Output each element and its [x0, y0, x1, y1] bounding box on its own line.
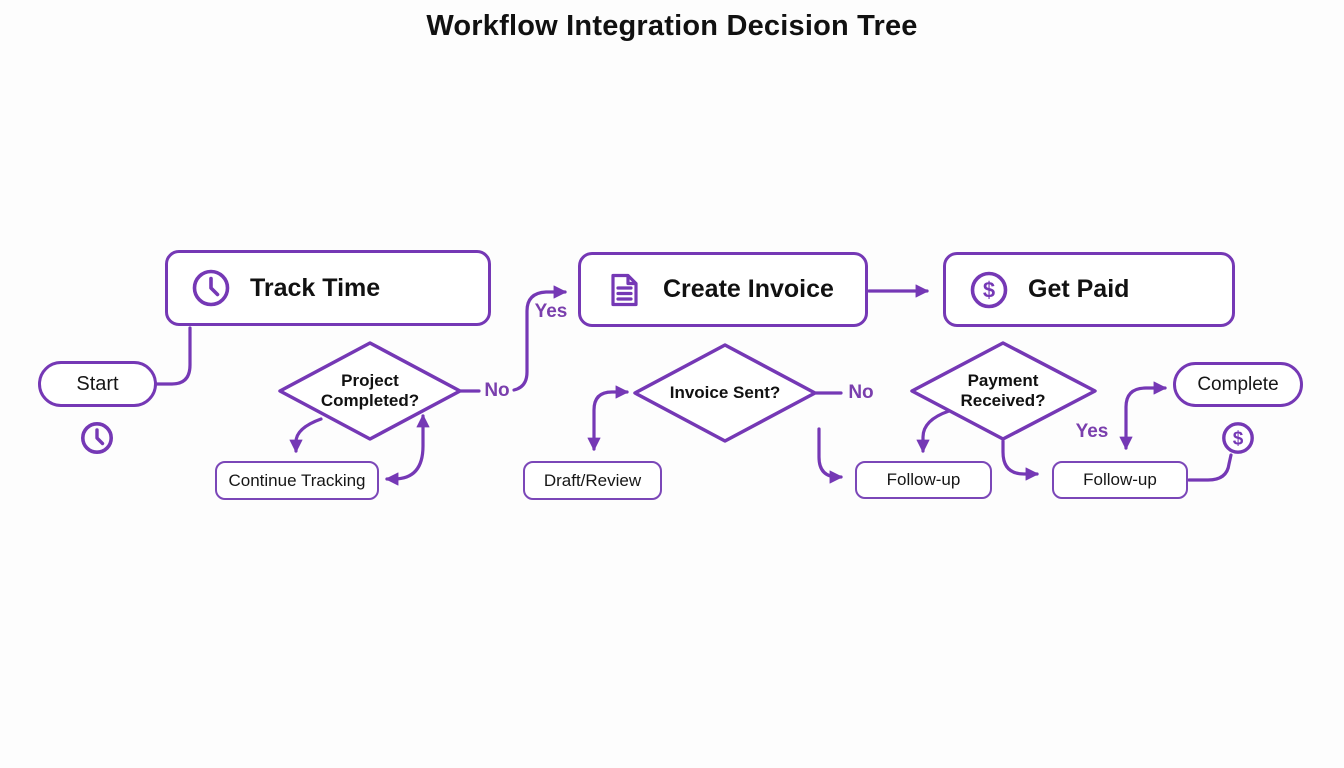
edge-label-yes: Yes: [534, 301, 568, 322]
edge-follow-up-yes-to-complete: [1119, 381, 1168, 451]
node-start: Start: [38, 361, 157, 407]
document-icon: [603, 269, 645, 311]
decision-payment-received: [910, 341, 1097, 441]
node-project-completed-label: Project Completed?: [320, 370, 420, 410]
decision-project-completed: [278, 341, 462, 441]
node-label: Track Time: [250, 273, 381, 302]
node-complete: Complete: [1173, 362, 1303, 407]
edge-label-yes: Yes: [1075, 421, 1109, 442]
edge-continue-tracking-loop: [384, 413, 430, 486]
node-continue-tracking: Continue Tracking: [215, 461, 379, 500]
edge-payment-to-follow-up-1: [916, 409, 951, 454]
node-payment-received-label: Payment Received?: [960, 370, 1046, 410]
edge-invoice-no-to-follow-up: [817, 427, 844, 484]
node-label: Follow-up: [1083, 470, 1157, 489]
node-draft-review: Draft/Review: [523, 461, 662, 500]
edge-draft-review-loop: [587, 385, 630, 452]
svg-text:$: $: [983, 277, 995, 302]
node-get-paid: $ Get Paid: [943, 252, 1235, 327]
dollar-circle-icon: $: [968, 269, 1010, 311]
node-label: Get Paid: [1028, 275, 1130, 303]
node-label: Start: [76, 372, 119, 395]
node-follow-up-payment: Follow-up: [1052, 461, 1188, 499]
clock-icon: [190, 267, 232, 309]
node-label: Create Invoice: [663, 275, 834, 303]
node-track-time: Track Time: [165, 250, 491, 326]
edge-payment-to-follow-up-2: [1001, 439, 1040, 481]
node-label: Follow-up: [886, 470, 961, 489]
edge-project-to-continue-tracking: [289, 417, 323, 454]
node-create-invoice: Create Invoice: [578, 252, 868, 327]
edge-follow-up-to-dollar-badge: [1187, 453, 1233, 482]
clock-badge-icon: [79, 420, 115, 456]
node-follow-up-invoice: Follow-up: [855, 461, 992, 499]
edge-start-to-track-time: [155, 326, 192, 386]
decision-invoice-sent: [633, 343, 817, 443]
node-invoice-sent-label: Invoice Sent?: [669, 382, 781, 402]
page-title: Workflow Integration Decision Tree: [426, 10, 918, 42]
node-label: Draft/Review: [543, 470, 642, 490]
dollar-badge-icon: $: [1220, 420, 1256, 456]
svg-text:$: $: [1233, 429, 1244, 450]
node-label: Complete: [1197, 373, 1279, 395]
edge-project-to-create-invoice: [512, 285, 568, 392]
edge-label-no: No: [848, 382, 874, 403]
node-label: Continue Tracking: [228, 470, 366, 490]
edge-label-no: No: [484, 380, 510, 401]
